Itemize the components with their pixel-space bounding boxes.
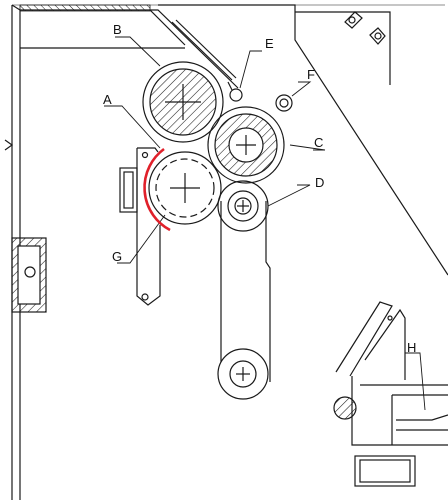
- holder-plate: [119, 147, 161, 306]
- label-a: A: [103, 92, 112, 107]
- label-c: C: [314, 135, 323, 150]
- label-h: H: [407, 340, 416, 355]
- label-b: B: [113, 22, 122, 37]
- doctor-blade-e: [171, 19, 243, 102]
- roller-f: [275, 94, 293, 112]
- highlight-arc-g: [143, 147, 171, 232]
- roll-d-arm: [217, 180, 271, 400]
- roll-b: [142, 61, 224, 143]
- label-e: E: [265, 36, 274, 51]
- label-d: D: [315, 175, 324, 190]
- label-g: G: [112, 249, 122, 264]
- label-f: F: [307, 67, 315, 82]
- lower-right-assembly: [333, 301, 448, 487]
- roll-c: [207, 106, 285, 184]
- leader-lines: [104, 36, 426, 411]
- screen-roll-a: [148, 151, 222, 225]
- left-side-housing: [11, 237, 47, 313]
- machine-frame: [4, 4, 448, 500]
